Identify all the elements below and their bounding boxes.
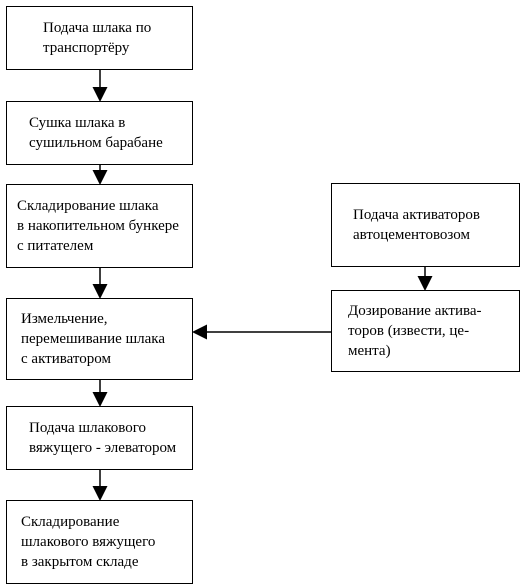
step-binder-elevator-feed: Подача шлакового вяжущего - элеватором [6,406,193,470]
step-grinding-mixing: Измельчение, перемешивание шлака с актив… [6,298,193,380]
step-slag-conveyor-feed: Подача шлака по транспортёру [6,6,193,70]
step-binder-closed-storage-label: Складирование шлакового вяжущего в закры… [21,514,156,570]
step-activator-supply-label: Подача активаторов автоцементовозом [353,207,480,243]
step-binder-elevator-feed-label: Подача шлакового вяжущего - элеватором [29,420,177,456]
step-activator-supply: Подача активаторов автоцементовозом [331,183,520,267]
step-grinding-mixing-label: Измельчение, перемешивание шлака с актив… [21,311,165,367]
step-activator-dosing: Дозирование актива- торов (извести, це- … [331,290,520,372]
step-binder-closed-storage: Складирование шлакового вяжущего в закры… [6,500,193,584]
step-slag-conveyor-feed-label: Подача шлака по транспортёру [43,20,152,56]
step-slag-drying-label: Сушка шлака в сушильном барабане [29,115,163,151]
step-slag-storage-bunker: Складирование шлака в накопительном бунк… [6,184,193,268]
step-activator-dosing-label: Дозирование актива- торов (извести, це- … [348,303,482,359]
step-slag-drying: Сушка шлака в сушильном барабане [6,101,193,165]
step-slag-storage-bunker-label: Складирование шлака в накопительном бунк… [17,198,179,254]
